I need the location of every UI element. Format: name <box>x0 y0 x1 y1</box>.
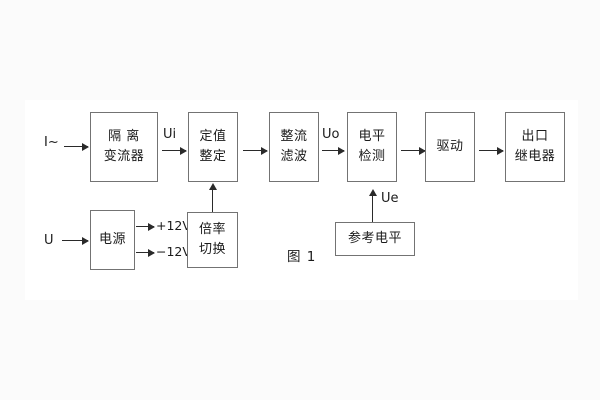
label-rail-positive: +12V <box>156 218 191 233</box>
block-level-detect-line2: 检测 <box>358 149 386 164</box>
block-output-relay-line1: 出口 <box>521 128 549 144</box>
tilde-glyph: ~ <box>47 135 59 150</box>
arrow-reference-to-level-detect <box>368 189 377 222</box>
block-drive-line1: 驱动 <box>436 138 464 154</box>
arrow-setting-to-rectify <box>243 146 268 155</box>
arrow-multiplier-to-setting <box>208 183 217 212</box>
block-reference-level: 参考电平 <box>335 222 415 256</box>
arrow-rail-negative <box>136 248 155 257</box>
block-multiplier-switch: 倍率 切换 <box>187 212 238 268</box>
label-current-input: I~ <box>44 135 59 150</box>
label-ui: Ui <box>163 127 177 142</box>
block-isolation-line1: 隔 离 <box>108 128 140 144</box>
block-isolation-transformer: 隔 离 变流器 <box>90 112 158 182</box>
arrow-current-to-isolation <box>64 142 89 151</box>
block-level-detect: 电平 检测 <box>347 112 397 182</box>
block-drive: 驱动 <box>425 112 475 182</box>
block-setting-line2: 整定 <box>199 149 227 164</box>
block-rectify-filter: 整流 滤波 <box>269 112 319 182</box>
arrow-isolation-to-setting <box>162 146 187 155</box>
block-power-supply-line1: 电源 <box>98 231 126 247</box>
label-voltage-input: U <box>44 233 54 248</box>
figure-caption: 图 1 <box>287 249 317 265</box>
label-ue: Ue <box>381 191 399 206</box>
arrow-rail-positive <box>136 222 155 231</box>
block-rectify-line2: 滤波 <box>280 149 308 164</box>
block-output-relay-line2: 继电器 <box>514 149 556 164</box>
label-rail-negative: −12V <box>156 244 191 259</box>
block-level-detect-line1: 电平 <box>358 128 386 144</box>
block-output-relay: 出口 继电器 <box>505 112 565 182</box>
block-isolation-line2: 变流器 <box>103 149 145 164</box>
block-multiplier-line2: 切换 <box>198 242 226 257</box>
block-multiplier-line1: 倍率 <box>198 221 226 237</box>
block-reference-level-line1: 参考电平 <box>347 230 402 246</box>
label-uo: Uo <box>322 127 340 142</box>
block-setting-line1: 定值 <box>199 128 227 144</box>
block-rectify-line1: 整流 <box>280 128 308 144</box>
arrow-voltage-to-power-supply <box>62 236 89 245</box>
block-setting-value: 定值 整定 <box>188 112 238 182</box>
block-power-supply: 电源 <box>90 210 135 270</box>
arrow-drive-to-output-relay <box>479 146 504 155</box>
arrow-rectify-to-level-detect <box>322 146 345 155</box>
arrow-level-detect-to-drive <box>401 146 426 155</box>
